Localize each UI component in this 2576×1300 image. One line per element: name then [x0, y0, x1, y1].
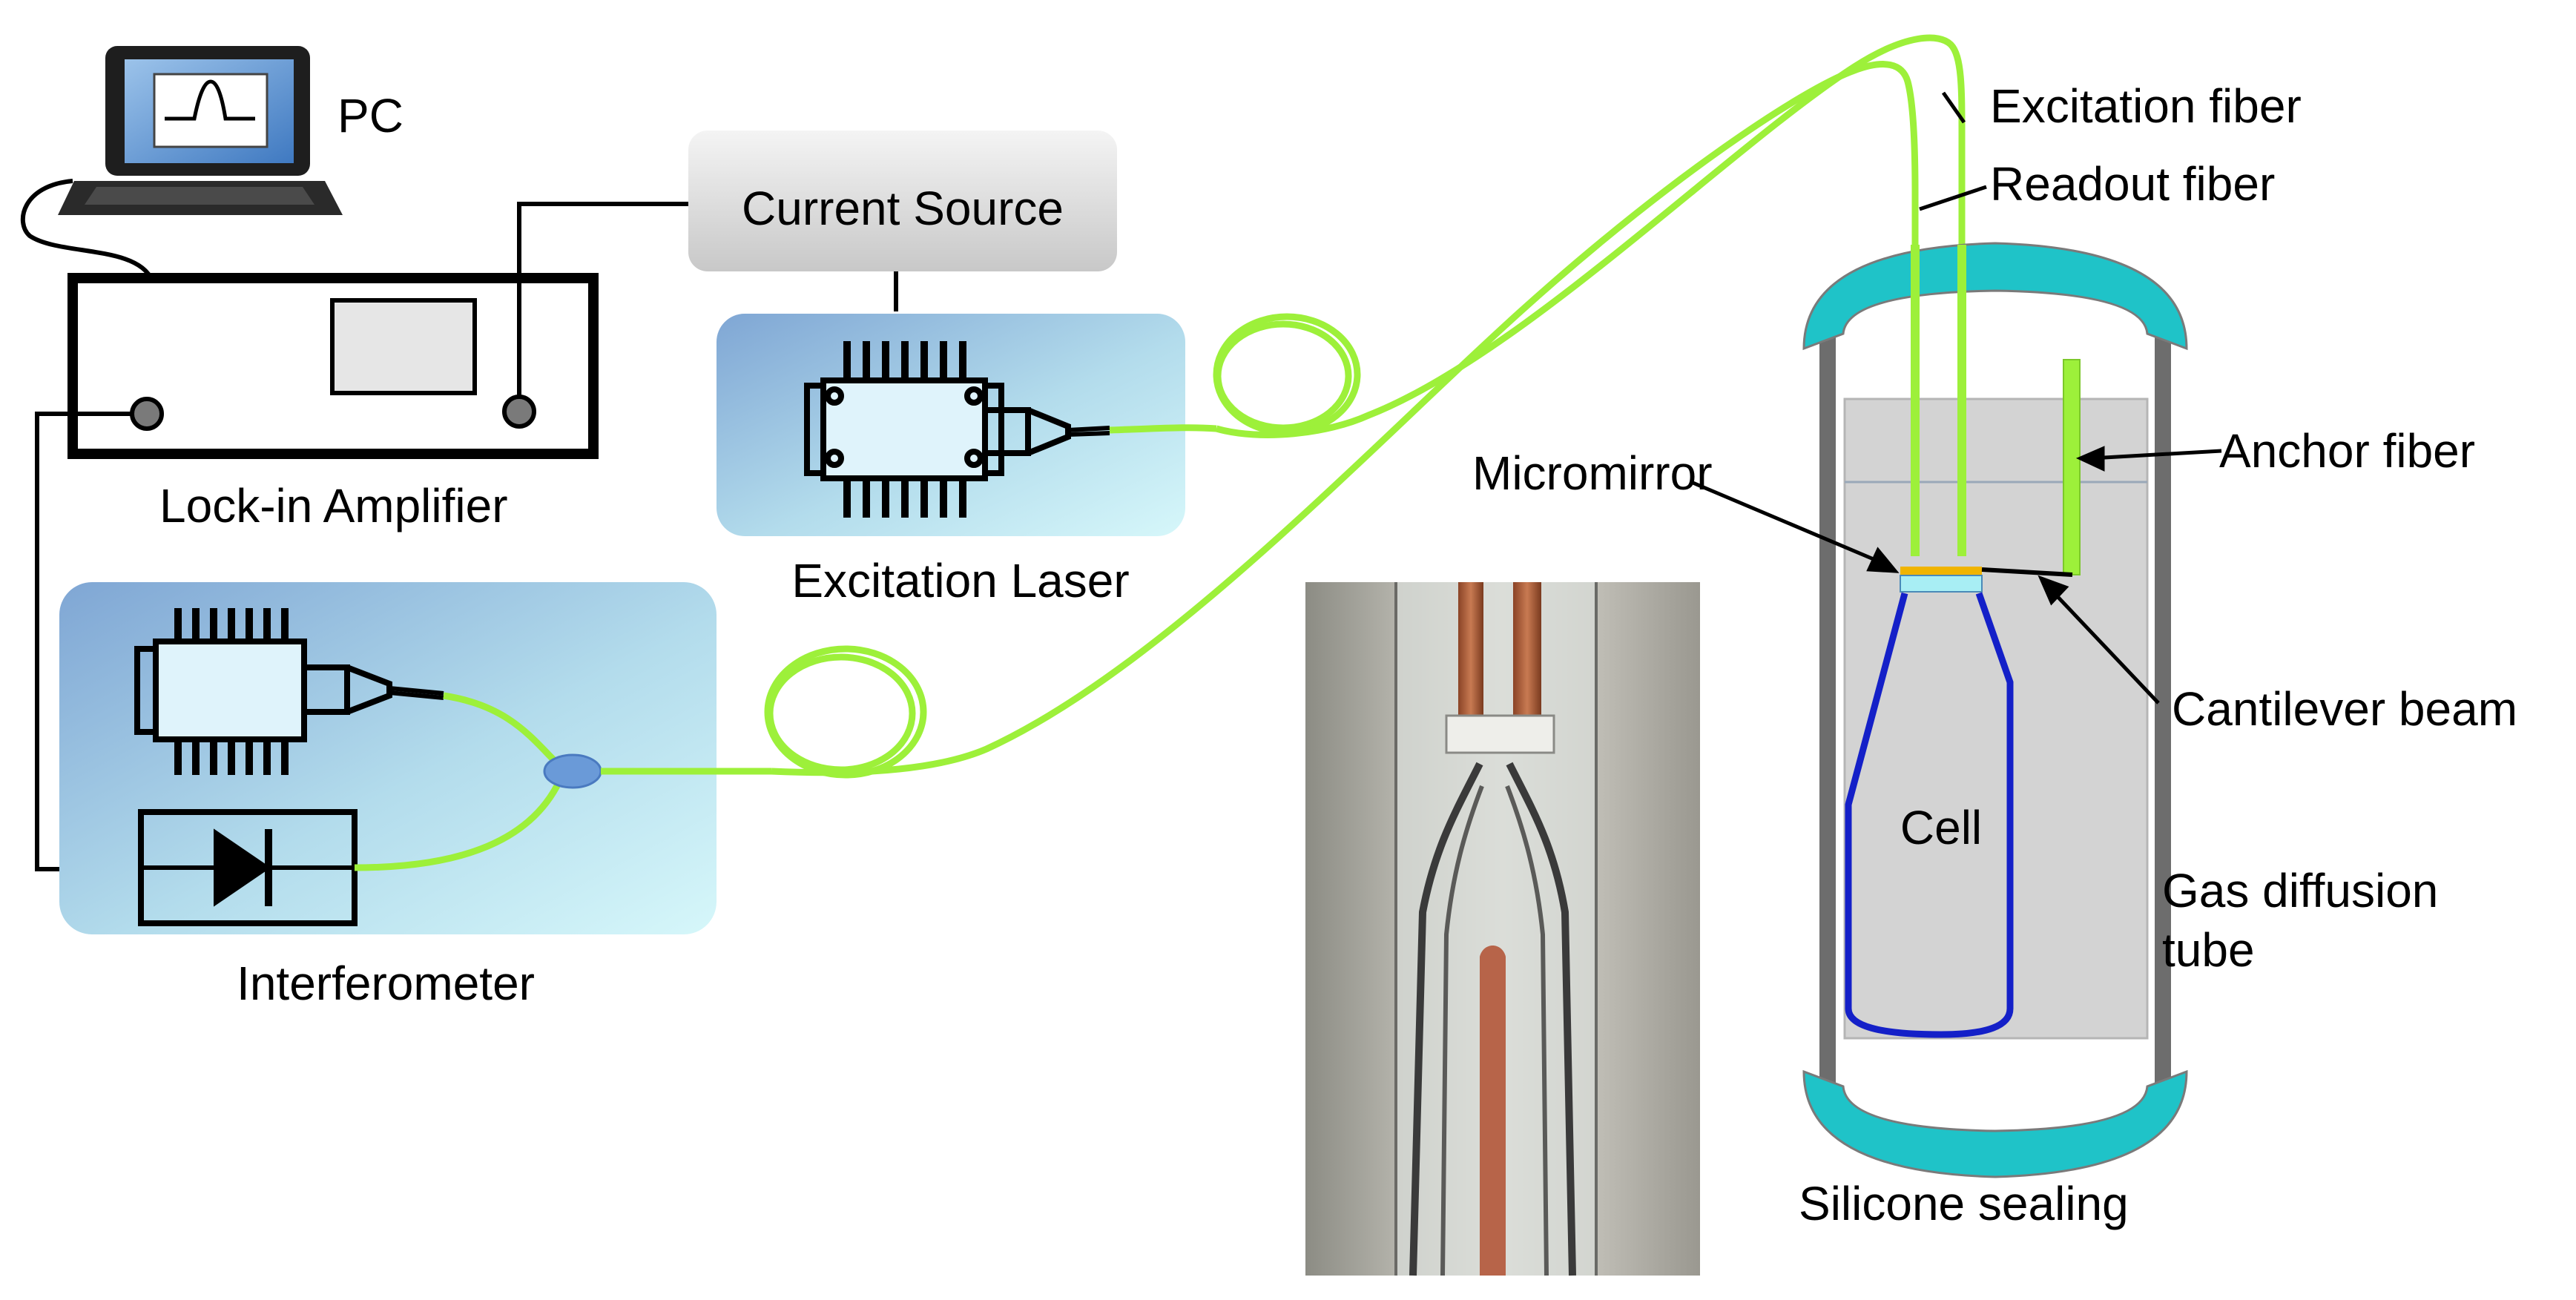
label-pointers	[1690, 91, 2222, 705]
micromirror-label: Micromirror	[1472, 446, 1713, 500]
anchor-fiber	[2063, 359, 2081, 575]
butterfly-laser-icon	[134, 608, 444, 775]
cell-cap	[1900, 575, 1983, 593]
pc-label: PC	[337, 89, 403, 142]
pc-cable	[20, 179, 154, 282]
excitation-fiber	[1109, 34, 1966, 552]
interferometer-box	[59, 582, 717, 934]
anchor-fiber-label: Anchor fiber	[2219, 424, 2475, 478]
readout-fiber-end	[1911, 245, 1920, 556]
cantilever-beam-label: Cantilever beam	[2172, 682, 2517, 736]
interferometer-label: Interferometer	[237, 957, 535, 1010]
excitation-fiber-end	[1957, 245, 1966, 556]
cell-photograph	[1305, 582, 1700, 1276]
top-silicone-cap	[1802, 242, 2188, 351]
readout-fiber	[601, 61, 1919, 779]
silicone-sealing-label: Silicone sealing	[1799, 1177, 2129, 1230]
gas-diffusion-tube-label-line2: tube	[2162, 923, 2255, 977]
excitation-fiber-label: Excitation fiber	[1990, 79, 2302, 133]
lock-in-amplifier-label: Lock-in Amplifier	[159, 479, 508, 532]
current-source-box	[688, 131, 1117, 271]
cell-label: Cell	[1900, 801, 1982, 854]
current-source-label: Current Source	[742, 182, 1064, 235]
butterfly-laser-icon	[804, 341, 1110, 518]
lock-in-input-port	[130, 397, 164, 431]
interferometer-fibers	[354, 692, 566, 871]
excitation-laser-label: Excitation Laser	[791, 554, 1129, 607]
cantilever-beam	[1981, 567, 2073, 577]
cell-outline	[1845, 592, 2014, 1038]
lock-in-to-current-source-wire	[517, 202, 690, 397]
lock-in-display	[330, 298, 477, 395]
gas-diffusion-tube-label-line1: Gas diffusion	[2162, 864, 2438, 917]
fiber-coupler	[543, 753, 602, 789]
micromirror	[1900, 567, 1982, 575]
gas-diffusion-tube	[1819, 337, 2171, 1086]
laptop-icon	[58, 46, 343, 215]
lock-in-output-port	[502, 395, 536, 429]
bottom-silicone-cap	[1802, 1069, 2188, 1178]
readout-fiber-label: Readout fiber	[1990, 157, 2275, 211]
